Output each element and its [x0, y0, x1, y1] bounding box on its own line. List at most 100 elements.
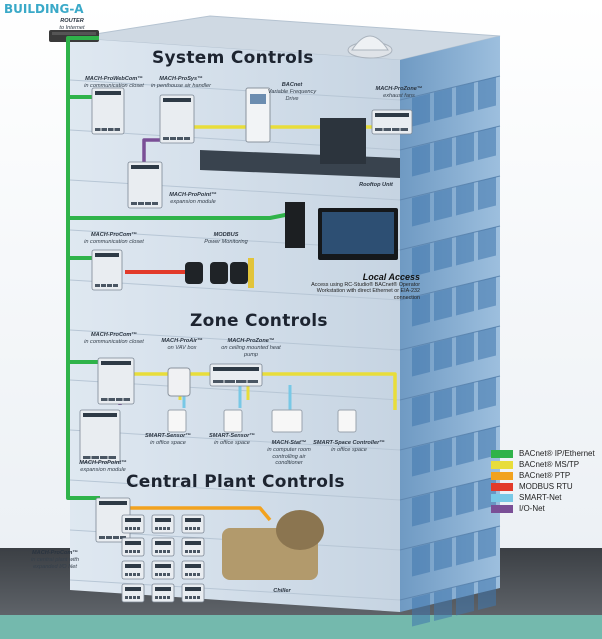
terminal-block	[189, 596, 192, 599]
io-module	[181, 560, 205, 580]
controller-header	[185, 587, 201, 591]
terminal-block	[120, 536, 126, 539]
vav-controller	[167, 367, 191, 397]
controller-header	[101, 361, 131, 365]
window	[434, 88, 452, 121]
window	[412, 443, 430, 477]
terminal-block	[129, 573, 132, 576]
io-module	[151, 514, 175, 534]
terminal-block	[213, 380, 224, 383]
terminal-block	[95, 128, 101, 131]
legend-item: BACnet® MS/TP	[491, 459, 595, 470]
terminal-block	[193, 596, 196, 599]
terminal-block	[133, 550, 136, 553]
io-module	[121, 514, 145, 534]
window	[456, 182, 474, 216]
window	[478, 277, 496, 310]
terminal-block	[91, 456, 99, 459]
legend-swatch	[491, 449, 513, 458]
window	[456, 482, 474, 516]
controller-body	[151, 537, 175, 557]
controller-body	[181, 583, 205, 603]
terminal-block	[185, 527, 188, 530]
terminal-block	[116, 398, 123, 401]
terminal-block	[108, 128, 114, 131]
floor-line	[69, 579, 401, 601]
legend-label: BACnet® PTP	[519, 471, 571, 480]
terminal-block	[123, 398, 130, 401]
controller-header	[99, 501, 127, 505]
window	[456, 532, 474, 566]
floor-line	[399, 325, 501, 351]
terminal-block	[125, 596, 128, 599]
controller-header	[185, 564, 201, 568]
terminal-block	[100, 456, 108, 459]
controller-body	[127, 161, 163, 209]
terminal-block	[101, 128, 107, 131]
window	[478, 327, 496, 360]
controller-propoint-1	[127, 161, 163, 209]
smart-sensor	[167, 409, 187, 433]
window	[412, 293, 430, 327]
terminal-block	[163, 573, 166, 576]
terminal-block	[159, 550, 162, 553]
controller-header	[185, 518, 201, 522]
io-module	[181, 514, 205, 534]
controller-body	[151, 514, 175, 534]
section-title-zone: Zone Controls	[190, 311, 328, 331]
window	[434, 188, 452, 221]
terminal-block	[159, 596, 162, 599]
floor-line	[69, 279, 401, 301]
controller-header	[163, 98, 191, 102]
io-module	[121, 537, 145, 557]
controller-header	[155, 541, 171, 545]
legend-item: BACnet® PTP	[491, 470, 595, 481]
controller-procom-1	[91, 249, 123, 291]
window	[456, 282, 474, 316]
controller-header	[125, 541, 141, 545]
controller-procom-2	[97, 357, 135, 405]
window	[412, 143, 430, 177]
power-meter	[210, 262, 228, 284]
terminal-block	[189, 573, 192, 576]
controller-header	[213, 367, 259, 371]
controller-header	[155, 564, 171, 568]
window	[434, 438, 452, 471]
floor-line	[399, 425, 501, 451]
terminal-block	[155, 527, 158, 530]
terminal-block	[138, 202, 144, 205]
terminal-block	[167, 573, 170, 576]
window	[434, 238, 452, 271]
window	[478, 377, 496, 410]
controller-body	[121, 560, 145, 580]
mach-stat	[271, 409, 303, 433]
io-module	[151, 560, 175, 580]
window	[456, 382, 474, 416]
controller-header	[95, 253, 119, 257]
floor-line	[69, 479, 401, 501]
label-chiller: Chiller	[273, 588, 291, 594]
window	[434, 288, 452, 321]
terminal-block	[145, 202, 151, 205]
terminal-block	[163, 527, 166, 530]
floor-line	[399, 225, 501, 251]
controller-body	[91, 87, 125, 135]
window	[456, 332, 474, 366]
terminal-block	[193, 550, 196, 553]
floor-line	[399, 75, 501, 101]
terminal-block	[167, 596, 170, 599]
monitor-screen	[322, 212, 394, 254]
power-meter	[185, 262, 203, 284]
chiller-compressor	[276, 510, 324, 550]
terminal-block	[197, 596, 200, 599]
